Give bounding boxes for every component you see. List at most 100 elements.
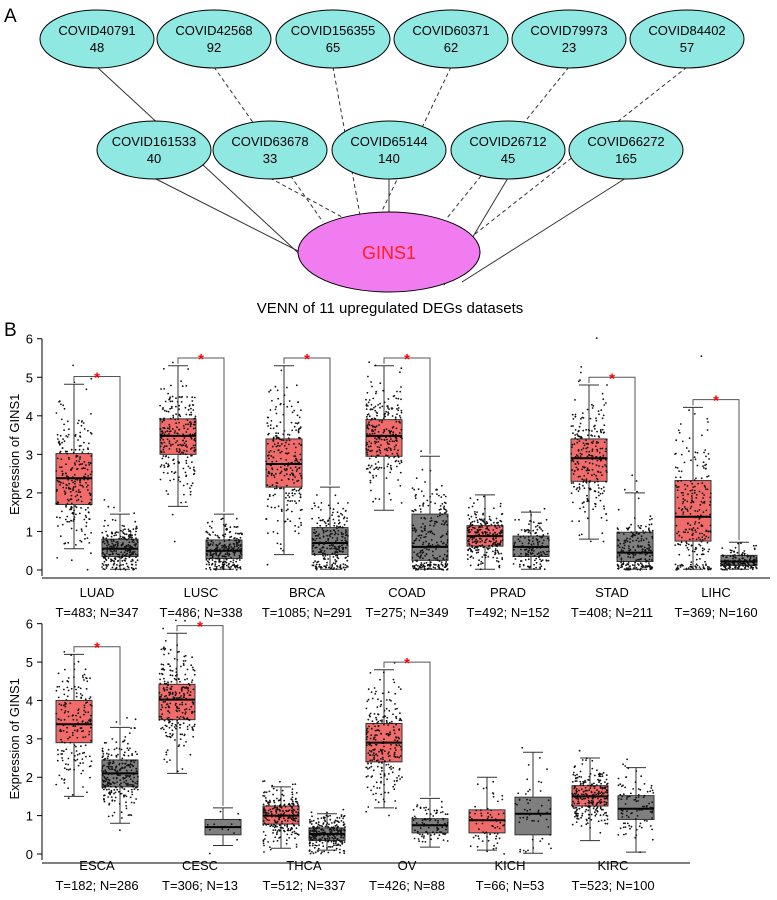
tumor-point xyxy=(63,718,66,721)
normal-point xyxy=(628,549,630,552)
normal-point xyxy=(122,553,125,556)
normal-point xyxy=(621,565,623,568)
normal-point xyxy=(344,532,347,534)
normal-point xyxy=(109,548,111,551)
tumor-point xyxy=(702,511,705,514)
normal-point xyxy=(309,838,312,841)
tumor-point xyxy=(69,741,72,744)
tumor-point xyxy=(370,728,373,730)
tumor-point xyxy=(708,548,710,551)
tumor-points xyxy=(570,337,608,543)
normal-point xyxy=(102,783,104,786)
tumor-point xyxy=(698,509,701,511)
tumor-point xyxy=(267,841,269,843)
significance-star: * xyxy=(94,369,100,386)
tumor-point xyxy=(695,563,698,566)
tumor-point xyxy=(171,395,174,398)
tumor-point xyxy=(79,491,82,493)
tumor-point xyxy=(400,386,402,388)
tumor-point xyxy=(164,706,167,709)
tumor-point xyxy=(285,839,288,842)
tumor-point xyxy=(177,479,180,481)
tumor-point xyxy=(396,756,399,758)
tumor-point xyxy=(67,763,70,766)
normal-point xyxy=(107,557,110,559)
tumor-point xyxy=(81,694,84,697)
tumor-point xyxy=(383,783,385,786)
tumor-point xyxy=(284,806,287,808)
tumor-point xyxy=(82,762,84,764)
normal-point xyxy=(340,815,343,818)
normal-point xyxy=(333,844,335,847)
tumor-point xyxy=(165,698,168,701)
tumor-point xyxy=(389,432,391,435)
tumor-point xyxy=(699,538,702,541)
tumor-point xyxy=(371,432,374,435)
normal-point xyxy=(424,546,427,549)
tumor-point xyxy=(82,467,85,469)
normal-point xyxy=(736,567,739,569)
tumor-point xyxy=(576,468,579,471)
tumor-point xyxy=(478,529,481,531)
tumor-point xyxy=(181,768,184,770)
normal-point xyxy=(119,568,122,571)
tumor-point xyxy=(82,676,84,679)
tumor-point xyxy=(84,711,87,714)
normal-point xyxy=(528,566,531,568)
normal-point xyxy=(545,560,548,562)
tumor-point xyxy=(387,412,390,415)
normal-point xyxy=(215,552,217,555)
normal-point xyxy=(544,553,547,556)
tumor-point xyxy=(295,792,298,794)
tumor-point xyxy=(56,457,59,460)
tumor-point xyxy=(64,518,67,521)
tumor-point xyxy=(185,413,188,416)
tumor-point xyxy=(64,491,67,494)
tumor-point xyxy=(296,460,299,463)
dataset-name: COVID26712 xyxy=(469,134,546,149)
normal-point xyxy=(522,535,525,538)
tumor-point xyxy=(82,786,84,788)
tumor-point xyxy=(287,499,289,502)
normal-point xyxy=(123,739,126,742)
normal-point xyxy=(122,542,124,544)
tumor-point xyxy=(265,811,268,814)
tumor-point xyxy=(391,452,394,455)
normal-point xyxy=(727,559,729,562)
tumor-point xyxy=(175,397,177,400)
tumor-point xyxy=(86,701,89,704)
normal-point xyxy=(239,548,241,551)
normal-point xyxy=(736,551,739,554)
tumor-point xyxy=(169,669,172,672)
tumor-point xyxy=(67,499,70,502)
normal-point xyxy=(412,529,414,532)
tumor-point xyxy=(677,568,680,570)
normal-point xyxy=(117,531,119,534)
normal-point xyxy=(722,565,725,567)
normal-point xyxy=(436,545,439,548)
normal-point xyxy=(322,554,324,557)
normal-point xyxy=(640,565,643,568)
normal-point xyxy=(115,754,118,757)
normal-point xyxy=(651,529,654,532)
tumor-point xyxy=(281,820,283,823)
tumor-point xyxy=(270,810,273,813)
normal-point xyxy=(330,547,333,550)
tumor-point xyxy=(265,460,267,463)
tumor-point xyxy=(178,462,180,464)
tumor-point xyxy=(291,807,294,810)
normal-point xyxy=(221,563,224,565)
tumor-point xyxy=(194,417,197,420)
sample-count-label: T=1085; N=291 xyxy=(262,605,352,620)
tumor-point xyxy=(84,744,87,747)
normal-point xyxy=(318,541,321,544)
normal-point xyxy=(132,759,135,762)
normal-point xyxy=(134,533,137,536)
tumor-point xyxy=(387,446,390,449)
normal-point xyxy=(127,545,129,547)
normal-point xyxy=(101,747,104,750)
tumor-point xyxy=(86,537,89,539)
tumor-point xyxy=(377,725,380,727)
normal-point xyxy=(430,561,432,564)
tumor-point xyxy=(173,657,176,660)
